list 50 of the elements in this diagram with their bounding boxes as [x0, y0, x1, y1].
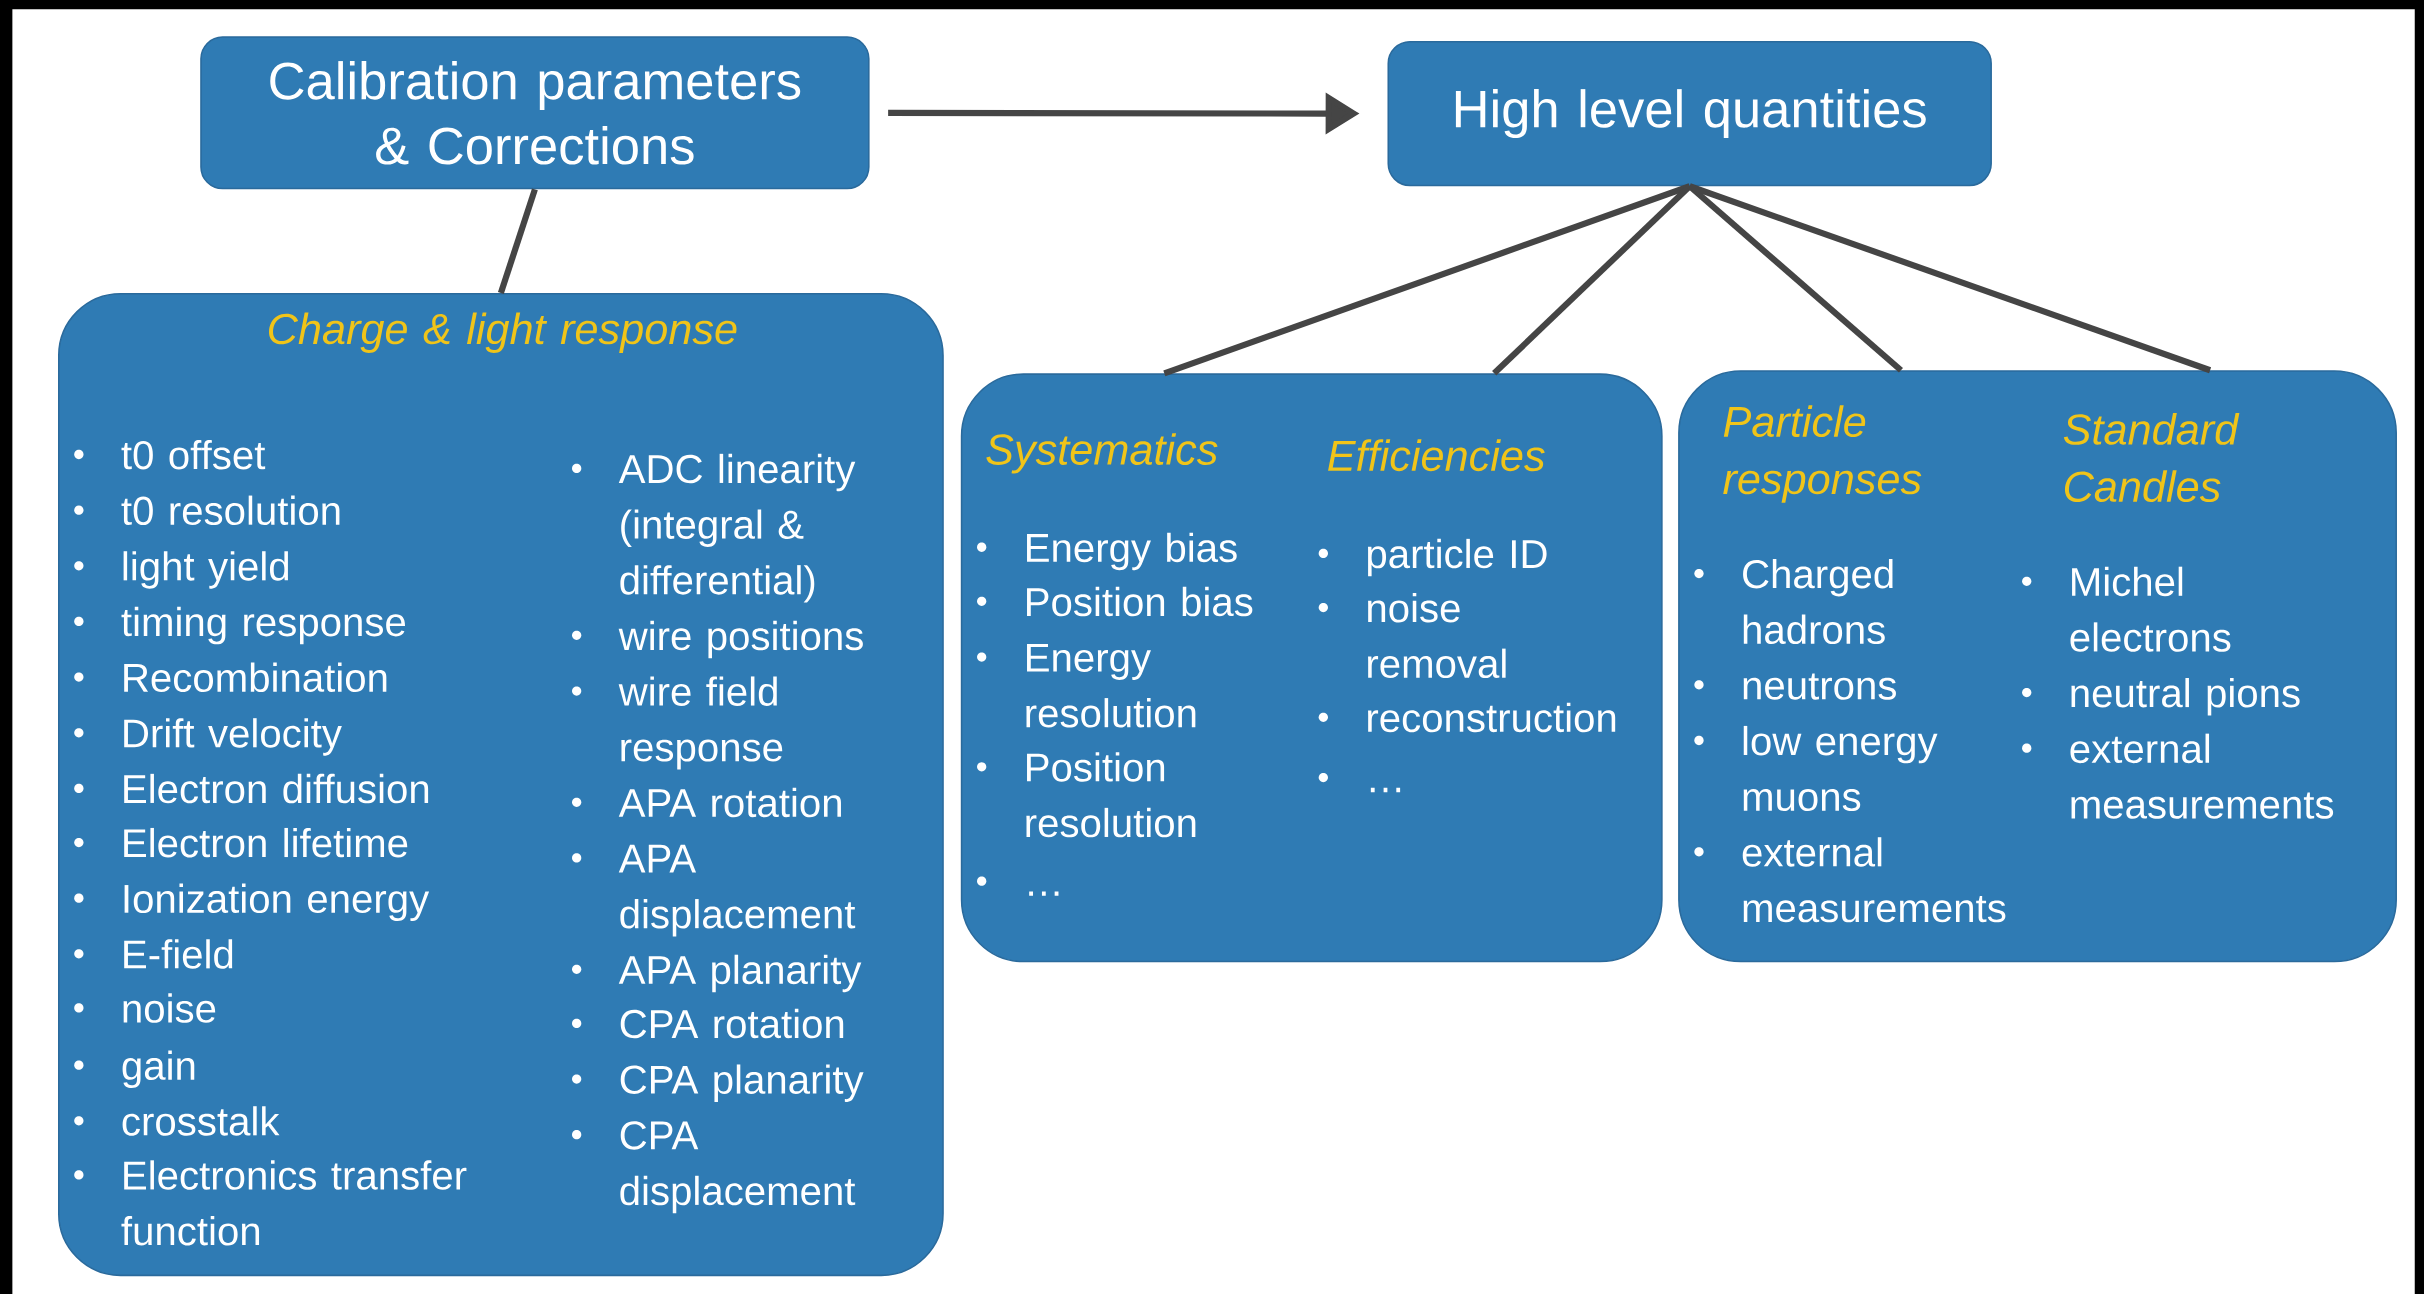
- list-item: CPA displacement: [620, 1121, 856, 1214]
- rounded-box: [57, 292, 944, 1277]
- connector-line: [497, 188, 538, 294]
- connector-line: [1492, 184, 1692, 376]
- list-item: CPA planarity: [620, 1064, 864, 1102]
- list-item: APA displacement: [618, 844, 856, 937]
- list-item: Electron lifetime: [124, 827, 408, 858]
- list-item: Drift velocity: [124, 718, 342, 756]
- rounded-box: [1678, 370, 2397, 963]
- list-item: light yield: [123, 551, 289, 589]
- list-item: ADC linearity (integral & differential): [618, 453, 856, 603]
- list-item: wire positions: [618, 620, 863, 659]
- section-heading: Systematics: [986, 433, 1218, 474]
- list-item: APA rotation: [618, 787, 841, 818]
- list-item: particle ID: [1367, 538, 1547, 577]
- list-item: t0 offset: [121, 439, 266, 470]
- list-item: Energy bias: [1027, 532, 1237, 571]
- rounded-box: [960, 373, 1663, 963]
- list-item: Electron diffusion: [124, 773, 429, 804]
- list-item: external measurements: [2070, 733, 2334, 819]
- list-item: Position bias: [1027, 586, 1253, 617]
- list-item: APA planarity: [618, 954, 862, 993]
- rounded-box: Calibration parameters & Corrections: [200, 36, 870, 190]
- list-item: wire field response: [618, 676, 783, 770]
- list-item: Electronics transfer function: [121, 1160, 467, 1246]
- list-item: reconstruction: [1368, 702, 1616, 733]
- section-heading: Standard Candles: [2063, 413, 2240, 503]
- list-item: …: [1029, 891, 1059, 896]
- list-item: external measurements: [1742, 837, 2006, 923]
- list-item: neutrons: [1743, 673, 1896, 700]
- list-item: …: [1370, 787, 1401, 793]
- list-item: Position resolution: [1026, 752, 1196, 838]
- list-item: Ionization energy: [124, 883, 430, 922]
- list-item: crosstalk: [122, 1106, 280, 1136]
- list-item: E-field: [124, 939, 233, 969]
- section-heading: Charge & light response: [269, 312, 737, 353]
- connector-line: [1687, 184, 1903, 373]
- list-item: CPA rotation: [620, 1008, 844, 1039]
- connector-line: [1163, 183, 1691, 377]
- list-item: gain: [122, 1050, 195, 1089]
- list-item: t0 resolution: [121, 495, 340, 526]
- list-item: neutral pions: [2071, 678, 2300, 716]
- list-item: timing response: [121, 606, 405, 645]
- section-heading: Efficiencies: [1328, 439, 1545, 472]
- rounded-box: High level quantities: [1387, 41, 1992, 187]
- list-item: Energy resolution: [1026, 643, 1196, 728]
- list-item: noise: [123, 993, 216, 1023]
- list-item: Recombination: [124, 662, 387, 693]
- connector-line: [1688, 183, 2212, 374]
- section-heading: Particle responses: [1723, 405, 1922, 503]
